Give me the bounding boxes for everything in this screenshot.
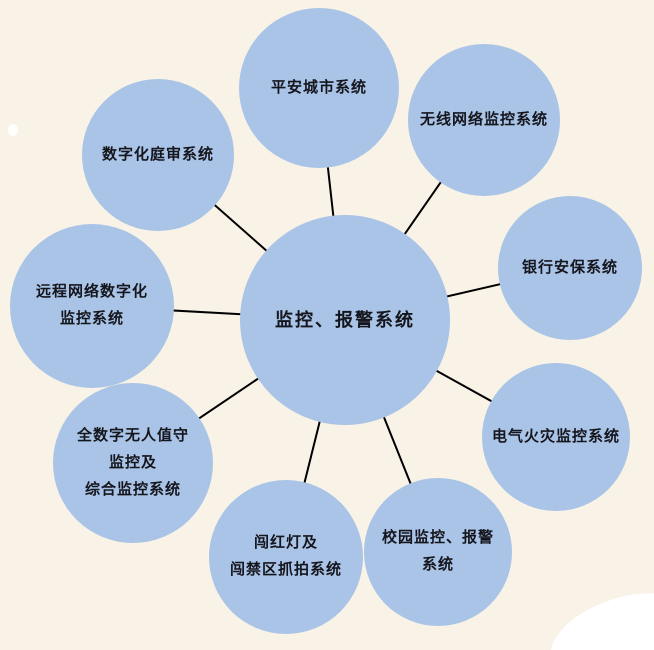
center-node-monitoring-alarm-system: 监控、报警系统 <box>240 215 450 425</box>
white-speck <box>8 124 18 136</box>
node-unattended-comprehensive-monitoring-system: 全数字无人值守 监控及 综合监控系统 <box>53 383 213 543</box>
node-electrical-fire-monitoring-system: 电气火灾监控系统 <box>482 363 630 511</box>
node-remote-network-digital-monitoring-system: 远程网络数字化 监控系统 <box>10 224 174 388</box>
node-campus-monitoring-alarm-system: 校园监控、报警 系统 <box>364 478 512 626</box>
node-safe-city-system: 平安城市系统 <box>239 8 399 168</box>
node-red-light-restricted-zone-capture-system: 闯红灯及 闯禁区抓拍系统 <box>209 480 363 634</box>
node-digital-court-trial-system: 数字化庭审系统 <box>82 79 234 231</box>
node-bank-security-system: 银行安保系统 <box>498 196 642 340</box>
node-wireless-network-monitoring-system: 无线网络监控系统 <box>408 44 560 196</box>
